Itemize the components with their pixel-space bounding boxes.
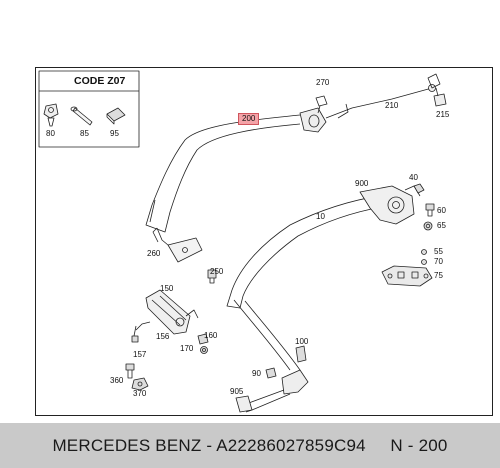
callout-100: 100: [295, 337, 309, 346]
part-60-bolt: [425, 203, 435, 217]
callout-65: 65: [437, 221, 446, 230]
callout-156: 156: [156, 332, 170, 341]
part-100-anchor: [295, 345, 307, 363]
callout-90: 90: [252, 369, 261, 378]
callout-200-highlighted[interactable]: 200: [238, 113, 260, 125]
part-80-clip: [43, 103, 59, 127]
callout-60: 60: [437, 206, 446, 215]
callout-55: 55: [434, 247, 443, 256]
upper-belt-webbing: [145, 114, 301, 233]
callout-95: 95: [110, 129, 119, 138]
callout-70: 70: [434, 257, 443, 266]
callout-260: 260: [147, 249, 161, 258]
callout-250: 250: [210, 267, 224, 276]
part-95-pad: [106, 107, 126, 125]
part-90-bolt: [265, 367, 277, 379]
part-170-washer: [200, 346, 208, 354]
part-40-bolt: [413, 183, 425, 194]
callout-157: 157: [133, 350, 147, 359]
part-370-nut: [131, 377, 149, 391]
part-360-bolt: [125, 363, 135, 379]
part-150-buckle: [145, 289, 199, 335]
part-70-spacer: [421, 259, 427, 265]
callout-160: 160: [204, 331, 218, 340]
callout-215: 215: [436, 110, 450, 119]
part-157-wire: [131, 321, 151, 343]
footer-caption: MERCEDES BENZ - A22286027859C94 N - 200: [52, 436, 447, 456]
callout-75: 75: [434, 271, 443, 280]
part-75-mount-plate: [381, 265, 433, 287]
callout-170: 170: [180, 344, 194, 353]
footer-bar: MERCEDES BENZ - A22286027859C94 N - 200: [0, 423, 500, 468]
callout-80: 80: [46, 129, 55, 138]
part-210-cable: [325, 84, 436, 119]
part-55-clip: [421, 249, 427, 255]
part-85-pin: [70, 106, 93, 126]
part-65-nut: [423, 221, 433, 231]
callout-210: 210: [385, 101, 399, 110]
callout-40: 40: [409, 173, 418, 182]
part-900-retractor: [359, 185, 421, 225]
callout-150: 150: [160, 284, 174, 293]
callout-85: 85: [80, 129, 89, 138]
footer-separator: -: [201, 435, 217, 455]
part-160-bolt: [197, 333, 209, 345]
part-10-seat-belt: [226, 194, 389, 371]
footer-part-number: A22286027859C94: [216, 435, 366, 455]
callout-270: 270: [316, 78, 330, 87]
code-box-title: CODE Z07: [74, 75, 126, 87]
part-905-belt-tensioner: [235, 369, 309, 413]
callout-370: 370: [133, 389, 147, 398]
callout-10: 10: [316, 212, 325, 221]
callout-360: 360: [110, 376, 124, 385]
part-270-guide-loop: [299, 95, 328, 133]
footer-position: N - 200: [390, 435, 448, 455]
part-250-bolt: [207, 269, 217, 284]
footer-brand: MERCEDES BENZ: [52, 435, 202, 455]
callout-905: 905: [230, 387, 244, 396]
part-215-sensor: [427, 73, 447, 107]
callout-900: 900: [355, 179, 369, 188]
part-260-anchor-plate: [152, 227, 203, 263]
